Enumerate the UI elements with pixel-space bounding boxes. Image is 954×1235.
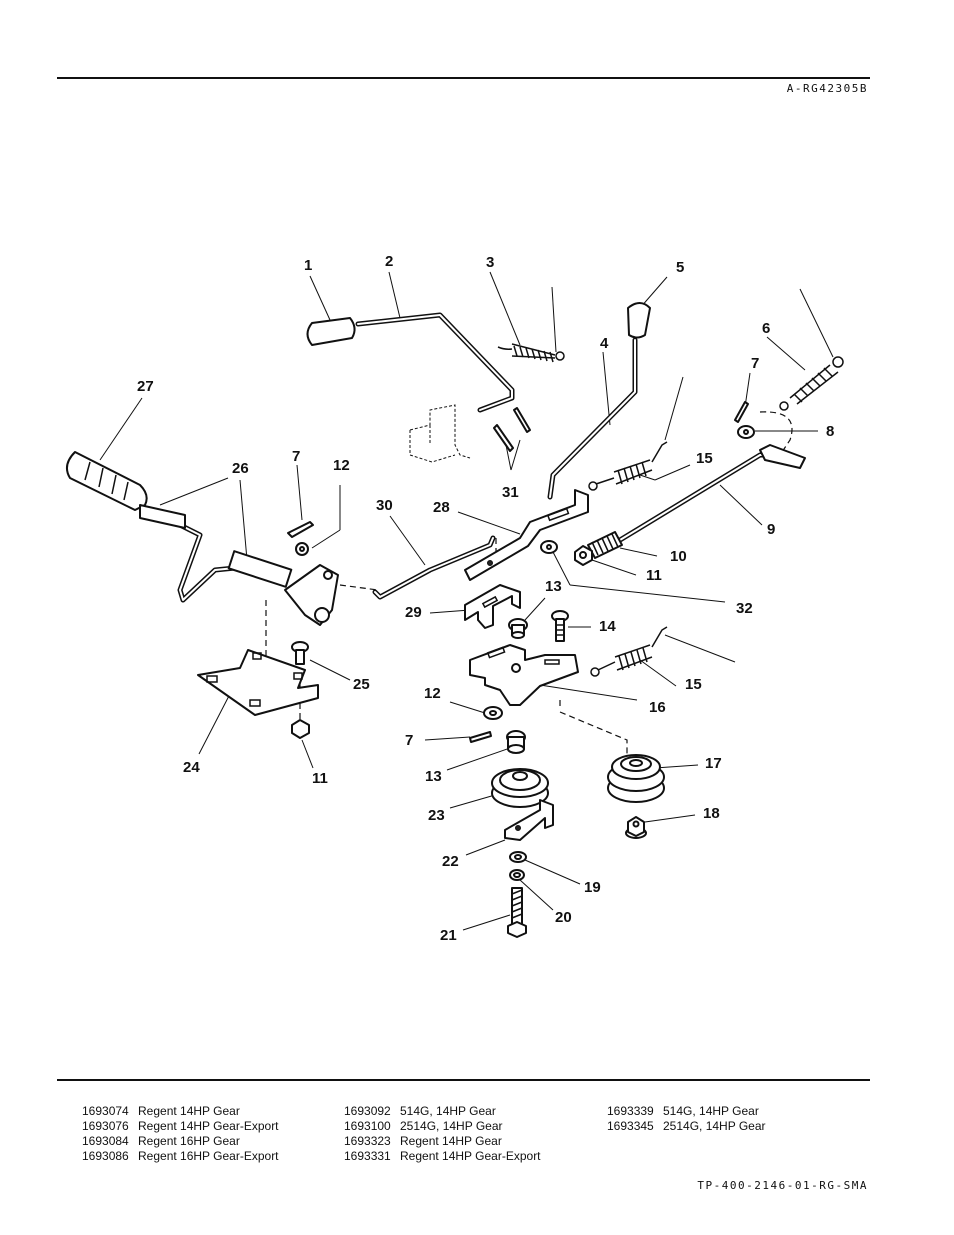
callout-20: 20 <box>555 909 572 926</box>
callout-13-lower: 13 <box>425 768 442 785</box>
part-15-spring-upper <box>588 441 668 491</box>
callout-24: 24 <box>183 759 200 776</box>
part-21-hex-bolt <box>507 887 527 938</box>
part-14-carriage-bolt <box>551 610 569 642</box>
document-code: TP-400-2146-01-RG-SMA <box>697 1179 868 1192</box>
part-7-cotter-pin-left <box>287 521 314 538</box>
callout-labels: 1 2 3 4 5 6 7 8 9 10 11 12 13 14 15 16 1… <box>137 253 834 944</box>
callout-1: 1 <box>304 257 312 274</box>
part-20-lock-washer <box>509 869 525 881</box>
callout-28: 28 <box>433 499 450 516</box>
drawing-code: A-RG42305B <box>786 82 868 95</box>
part-6-spring <box>779 356 844 411</box>
callout-18: 18 <box>703 805 720 822</box>
callout-5: 5 <box>676 259 684 276</box>
part-16-main-bracket <box>469 644 579 706</box>
callout-32: 32 <box>736 600 753 617</box>
part-7-cotter-pin-right <box>734 401 749 423</box>
callout-12-top: 12 <box>333 457 350 474</box>
callout-7-left: 7 <box>292 448 300 465</box>
part-1-knob <box>306 317 356 346</box>
callout-10: 10 <box>670 548 687 565</box>
part-2-lever-rod <box>355 312 515 413</box>
callout-15-lower: 15 <box>685 676 702 693</box>
callout-21: 21 <box>440 927 457 944</box>
callout-19: 19 <box>584 879 601 896</box>
callout-23: 23 <box>428 807 445 824</box>
part-22-idler-bracket <box>504 799 554 841</box>
part-30-connecting-rod <box>372 535 496 600</box>
part-12-washer-left <box>295 542 309 556</box>
part-10-spring <box>587 531 623 559</box>
callout-7-lower: 7 <box>405 732 413 749</box>
callout-27: 27 <box>137 378 154 395</box>
leader-lines <box>99 271 834 931</box>
part-13-bushing-lower <box>506 730 526 754</box>
part-23-pulley <box>491 768 549 808</box>
callout-14: 14 <box>599 618 616 635</box>
callout-29: 29 <box>405 604 422 621</box>
callout-2: 2 <box>385 253 393 270</box>
callout-11-left: 11 <box>312 770 328 787</box>
callout-25: 25 <box>353 676 370 693</box>
callout-15-top: 15 <box>696 450 713 467</box>
callout-9: 9 <box>767 521 775 538</box>
callout-8: 8 <box>826 423 834 440</box>
part-4-lever-rod <box>547 337 638 500</box>
part-17-pulley <box>607 754 665 803</box>
callout-30: 30 <box>376 497 393 514</box>
part-19-washer <box>509 851 527 863</box>
callout-4: 4 <box>600 335 609 352</box>
part-24-mounting-bracket <box>197 649 319 716</box>
part-32-washer <box>540 540 558 554</box>
part-28-link-bar <box>464 489 589 581</box>
ghost-bracket-reference <box>409 404 471 463</box>
callout-12-lower: 12 <box>424 685 441 702</box>
callout-3: 3 <box>486 254 494 271</box>
header-rule <box>57 77 870 79</box>
callout-22: 22 <box>442 853 459 870</box>
part-29-small-bracket <box>464 584 521 629</box>
part-11-hex-nut-left <box>291 719 310 739</box>
part-31-cotter-pins <box>493 407 531 452</box>
part-15-spring-lower <box>590 626 668 677</box>
callout-7-right: 7 <box>751 355 759 372</box>
part-3-spring <box>497 343 565 363</box>
callout-31: 31 <box>502 484 519 501</box>
part-9-rod <box>617 444 806 543</box>
part-27-handle-grip <box>65 451 148 511</box>
part-8-washer <box>737 425 755 439</box>
part-7-cotter-pin-lower <box>469 731 492 743</box>
callout-17: 17 <box>705 755 722 772</box>
callout-16: 16 <box>649 699 666 716</box>
callout-26: 26 <box>232 460 249 477</box>
callout-6: 6 <box>762 320 770 337</box>
part-25-carriage-bolt <box>291 641 309 665</box>
callout-11-right: 11 <box>646 567 662 584</box>
callout-13-top: 13 <box>545 578 562 595</box>
part-26-lever-assembly <box>139 504 339 626</box>
footer-rule <box>57 1079 870 1081</box>
part-18-flange-nut <box>625 816 647 839</box>
part-13-bushing-upper <box>508 618 528 639</box>
part-11-hex-nut-right <box>574 545 593 566</box>
part-12-washer-lower <box>483 706 503 720</box>
part-5-knob <box>627 302 651 339</box>
